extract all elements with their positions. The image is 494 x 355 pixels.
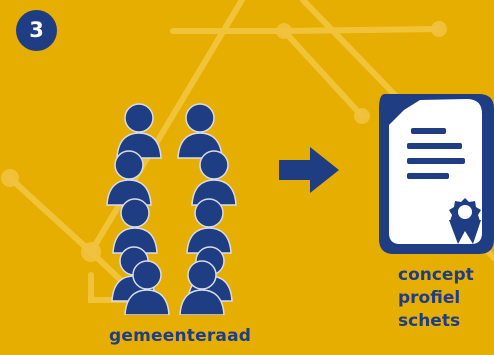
step-number: 3 [29, 18, 44, 42]
group-label: gemeenteraad [109, 326, 252, 346]
document-label-line-3: schets [398, 311, 461, 331]
certificate-document-icon [379, 94, 494, 254]
document-label: concept profiel schets [398, 264, 488, 333]
step-number-badge: 3 [16, 10, 57, 51]
document-label-line-2: profiel [398, 288, 461, 308]
people-group-icon [106, 103, 237, 315]
arrow-right-icon [279, 147, 339, 193]
document-label-line-1: concept [398, 265, 474, 285]
